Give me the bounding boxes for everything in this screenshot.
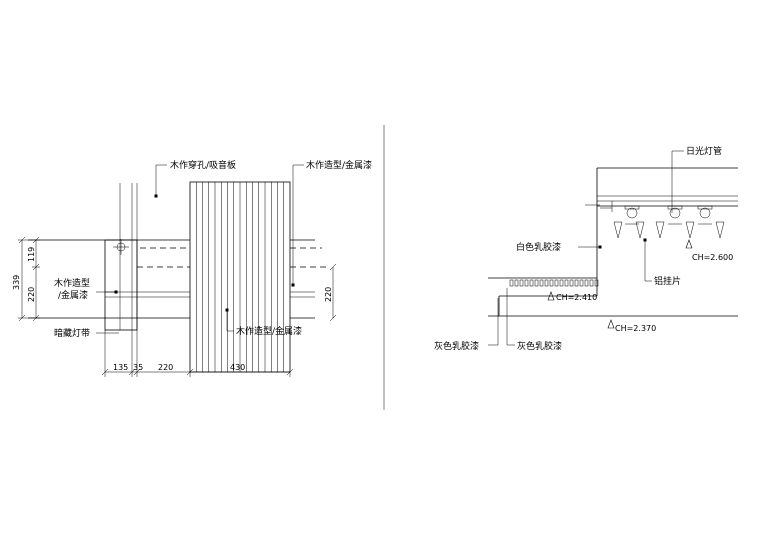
grille-teeth: [509, 279, 599, 287]
right-section-detail: CH=2.600 CH=2.410 CH=2.370 日光灯管 白色乳胶漆 铝挂…: [434, 145, 738, 352]
grille-tooth: [554, 279, 559, 287]
grille-tooth: [514, 279, 519, 287]
grille-tooth: [584, 279, 589, 287]
aluminum-blade: [655, 221, 665, 239]
dim-135: 135: [113, 363, 128, 372]
aluminum-blade: [685, 221, 695, 239]
label-ch-2410: CH=2.410: [556, 293, 597, 302]
dim-119: 119: [27, 247, 36, 262]
fixture-bracket: [697, 205, 713, 210]
grille-tooth: [529, 279, 534, 287]
height-marker-2410: [547, 291, 555, 301]
left-plan-detail: 339 119 220 220 135 35 220 430 木作穿孔/吸音板 …: [12, 159, 372, 377]
label-grey-latex-right: 灰色乳胶漆: [517, 340, 562, 352]
grille-tooth: [519, 279, 524, 287]
dim-339: 339: [12, 275, 21, 290]
dim-220-right: 220: [324, 287, 333, 302]
label-wood-metal-top: 木作造型/金属漆: [306, 159, 372, 171]
grille-tooth: [574, 279, 579, 287]
leader-fluorescent: [671, 150, 684, 213]
leader-wood-metal-top: [292, 164, 304, 285]
label-fluorescent-tube: 日光灯管: [686, 145, 722, 157]
grille-tooth: [509, 279, 514, 287]
grille-tooth: [564, 279, 569, 287]
fixture-bracket: [624, 205, 640, 210]
label-aluminum-plate: 铝挂片: [654, 275, 681, 287]
fixture-tube: [669, 207, 681, 219]
height-marker-2600: [685, 239, 693, 249]
aluminum-blade: [715, 221, 725, 239]
aluminum-blade: [613, 221, 623, 239]
leader-perforated: [155, 164, 167, 196]
dim-35: 35: [133, 363, 143, 372]
aluminum-blade: [635, 221, 645, 239]
label-white-latex: 白色乳胶漆: [516, 241, 561, 253]
grille-tooth: [579, 279, 584, 287]
grille-tooth: [524, 279, 529, 287]
dim-220-left: 220: [27, 287, 36, 302]
grille-tooth: [544, 279, 549, 287]
label-grey-latex-left: 灰色乳胶漆: [434, 340, 479, 352]
label-wood-shape-left-1: 木作造型: [54, 277, 90, 289]
label-wood-metal-bottom: 木作造型/金属漆: [236, 325, 302, 337]
label-ch-2370: CH=2.370: [615, 324, 656, 333]
grille-tooth: [534, 279, 539, 287]
label-hidden-light: 暗藏灯带: [54, 327, 90, 339]
grille-tooth: [549, 279, 554, 287]
height-marker-2370: [607, 319, 615, 329]
dim-220-bottom: 220: [158, 363, 173, 372]
leader-wood-metal-bottom: [226, 310, 234, 332]
label-wood-shape-left-2: /金属漆: [58, 289, 88, 301]
label-ch-2600: CH=2.600: [692, 253, 733, 262]
label-perforated-panel: 木作穿孔/吸音板: [170, 159, 236, 171]
leader-grey-latex-left: [488, 298, 499, 346]
leader-aluminum: [644, 240, 652, 282]
grille-tooth: [589, 279, 594, 287]
dim-430: 430: [230, 363, 245, 372]
grille-tooth: [539, 279, 544, 287]
grille-tooth: [594, 279, 599, 287]
panel-slats: [196, 182, 284, 372]
grille-tooth: [569, 279, 574, 287]
fixture-tube: [699, 207, 711, 219]
fixture-bracket: [667, 205, 683, 210]
fixture-tube: [626, 207, 638, 219]
leader-grey-latex-right: [506, 288, 515, 346]
light-fixtures: [613, 205, 725, 239]
grille-tooth: [559, 279, 564, 287]
